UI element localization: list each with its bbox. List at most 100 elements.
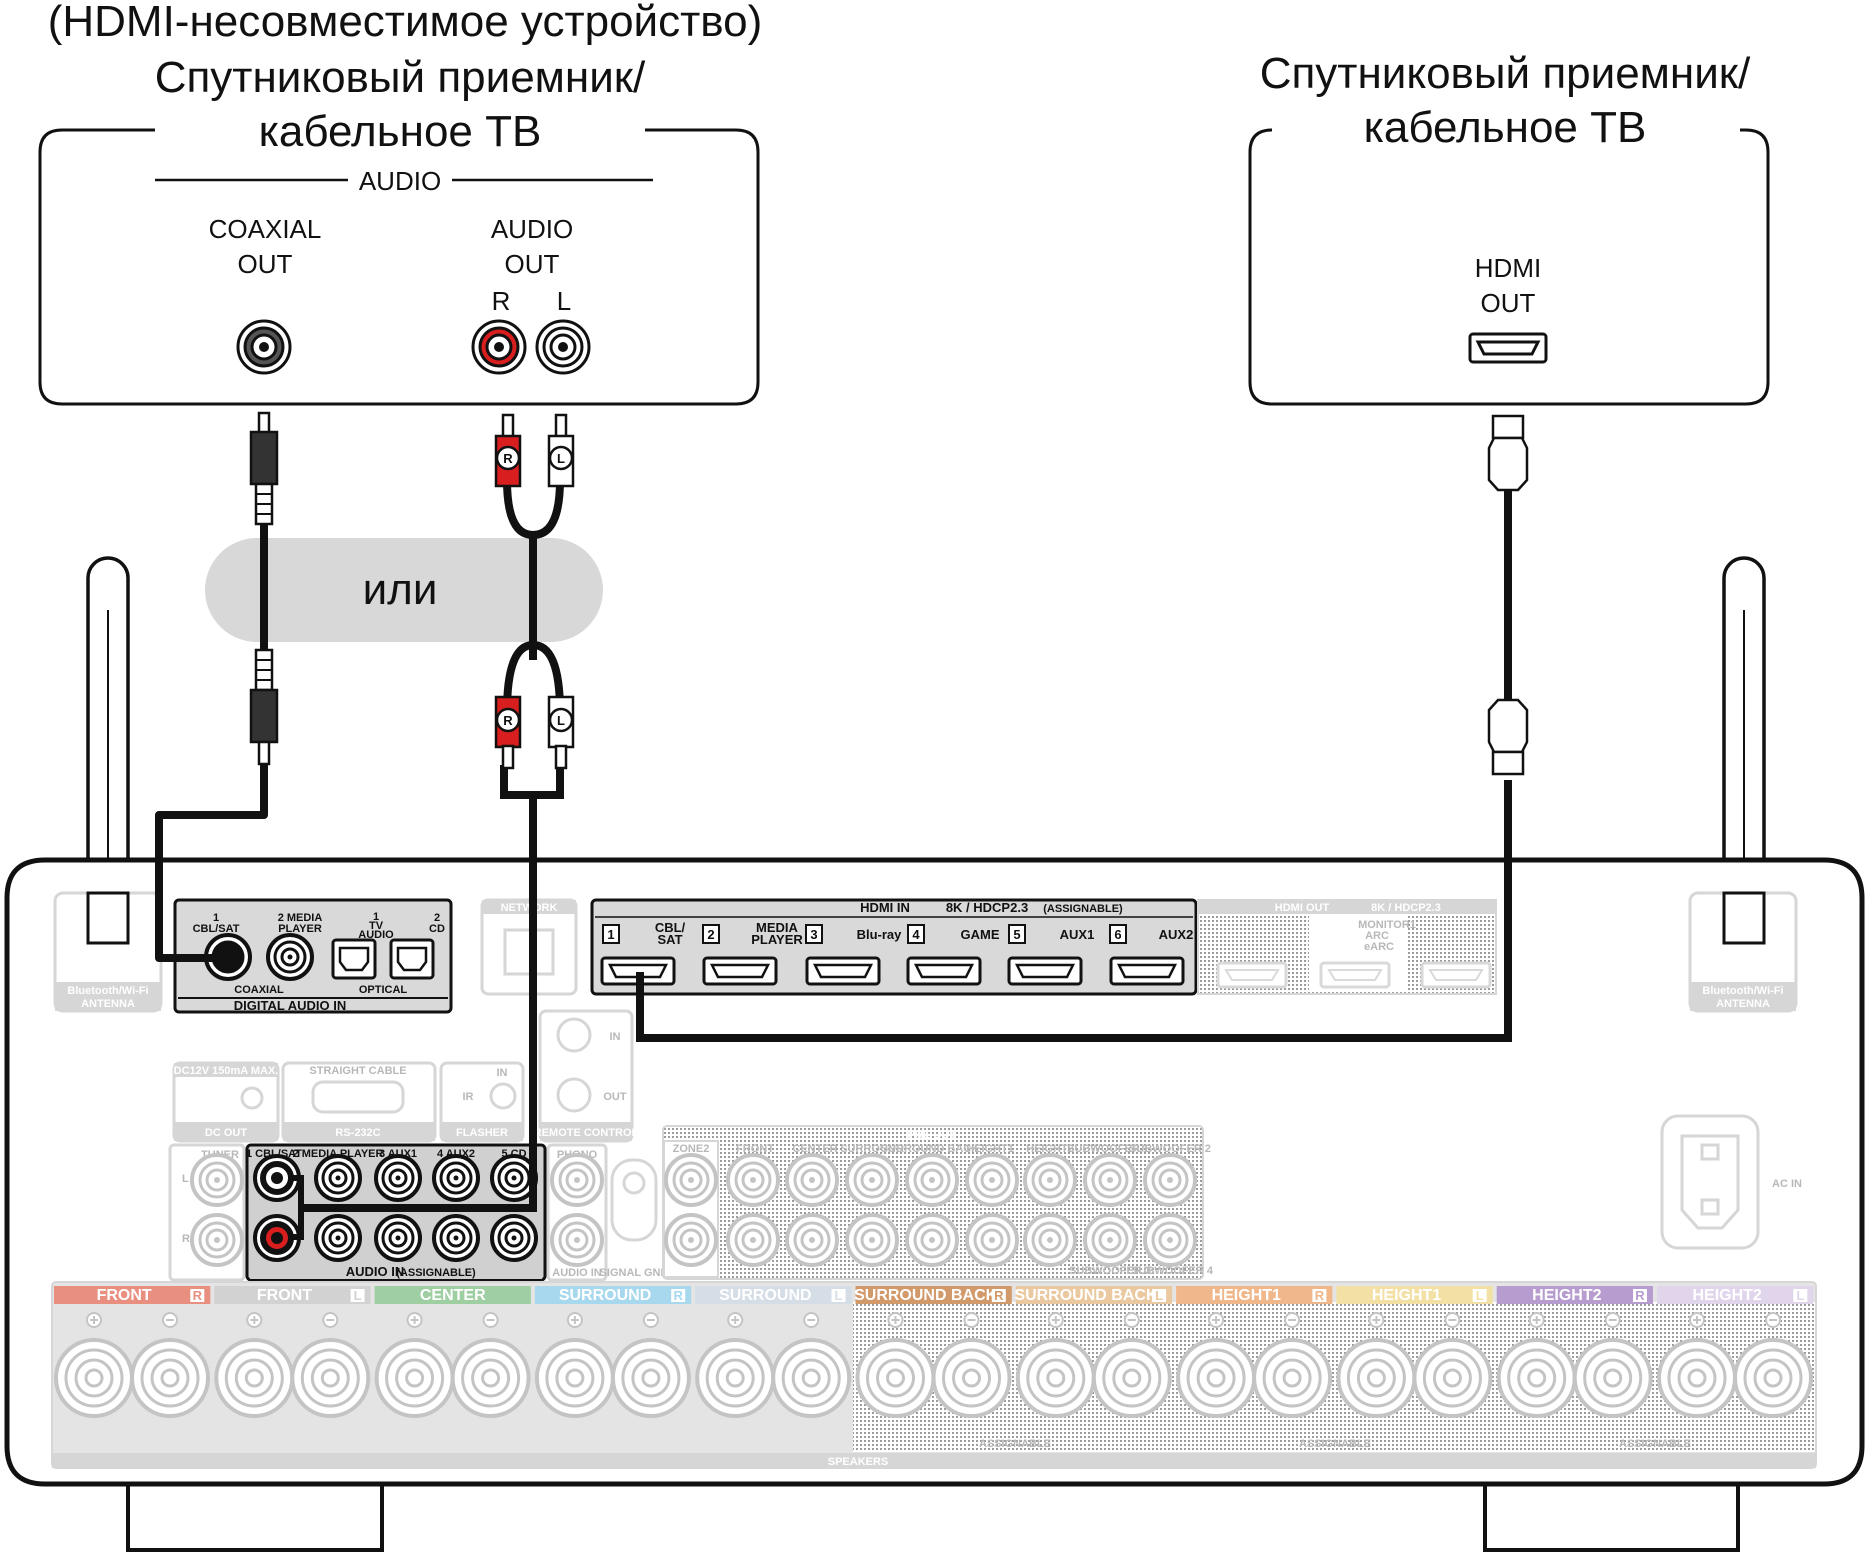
pre-out-jack-4-top bbox=[845, 1153, 899, 1207]
pre-out-label-6: HEIGHT2 bbox=[1026, 1143, 1074, 1155]
svg-text:eARC: eARC bbox=[1364, 941, 1394, 953]
svg-text:FLASHER: FLASHER bbox=[456, 1127, 508, 1139]
pre-out-label-2: CENTER bbox=[792, 1143, 837, 1155]
pre-out-jack-5-bottom bbox=[905, 1213, 959, 1267]
bluetooth-wifi-antenna-left bbox=[86, 556, 130, 935]
svg-text:PLAYER: PLAYER bbox=[751, 932, 803, 947]
speaker-channel-5: L bbox=[835, 1288, 843, 1303]
speaker-channel-7: L bbox=[1155, 1288, 1163, 1303]
svg-text:ARC: ARC bbox=[1365, 930, 1389, 942]
coaxial-cable bbox=[155, 765, 268, 962]
svg-text:AUDIO IN: AUDIO IN bbox=[346, 1264, 405, 1279]
pre-out-jack-3-top bbox=[785, 1153, 839, 1207]
digital-audio-in-panel: 1 CBL/SAT 2 MEDIA PLAYER 1 TV AUDIO 2 CD… bbox=[173, 898, 453, 1014]
pre-out-jack-8-bottom bbox=[1083, 1213, 1137, 1267]
speaker-terminal-5-minus bbox=[771, 1338, 852, 1418]
svg-text:DC OUT: DC OUT bbox=[205, 1127, 247, 1139]
pre-out-jack-4-bottom bbox=[845, 1213, 899, 1267]
pre-out-jack-8-top bbox=[1083, 1153, 1137, 1207]
hdmi-cable bbox=[636, 780, 1512, 1042]
pre-out-jack-6-bottom bbox=[965, 1213, 1019, 1267]
hdmi-in-port-1: 1 CBL/ SAT bbox=[600, 920, 686, 986]
audio-out-label-1: AUDIO bbox=[491, 214, 573, 244]
svg-text:AUX1: AUX1 bbox=[1060, 927, 1095, 942]
right-device-title-1: Спутниковый приемник/ bbox=[1260, 49, 1751, 98]
speaker-group-label-3: CENTER bbox=[420, 1287, 486, 1304]
svg-text:IR: IR bbox=[463, 1091, 474, 1103]
speaker-terminal-8-plus bbox=[1176, 1338, 1257, 1418]
hdmi-out-label-2: OUT bbox=[1481, 288, 1536, 318]
svg-text:GAME: GAME bbox=[961, 927, 1000, 942]
svg-text:STRAIGHT CABLE: STRAIGHT CABLE bbox=[309, 1065, 406, 1077]
svg-text:(ASSIGNABLE): (ASSIGNABLE) bbox=[1043, 903, 1123, 915]
pre-out-label-4: SURROUND BACK bbox=[881, 1143, 979, 1155]
rca-cable-l bbox=[301, 795, 537, 1212]
audio-section-label: AUDIO bbox=[359, 166, 441, 196]
speaker-group-label-1: FRONT bbox=[97, 1287, 152, 1304]
speaker-channel-10: R bbox=[1635, 1288, 1645, 1303]
right-device-title-2: кабельное ТВ bbox=[1364, 103, 1647, 152]
pre-out-jack-2-bottom bbox=[726, 1213, 780, 1267]
speaker-terminal-3-plus bbox=[374, 1338, 455, 1418]
av-receiver: Bluetooth/Wi-Fi ANTENNA Bluetooth/Wi-Fi … bbox=[4, 556, 1865, 1552]
right-device-box bbox=[1248, 128, 1770, 406]
svg-text:PLAYER: PLAYER bbox=[278, 923, 322, 935]
speaker-group-label-9: HEIGHT1 bbox=[1372, 1287, 1441, 1304]
pre-out-label-3: SURROUND bbox=[840, 1143, 904, 1155]
svg-text:8K / HDCP2.3: 8K / HDCP2.3 bbox=[1371, 902, 1441, 914]
speaker-group-label-6: SURROUND BACK bbox=[854, 1287, 998, 1304]
svg-text:MEDIA: MEDIA bbox=[756, 920, 799, 935]
coaxial-plug-top bbox=[249, 411, 279, 526]
svg-text:1: 1 bbox=[373, 911, 379, 923]
pre-out-jack-5-top bbox=[905, 1153, 959, 1207]
right-source-device: Спутниковый приемник/ кабельное ТВ HDMI … bbox=[1248, 49, 1770, 406]
audio-in-jack-2-l bbox=[314, 1154, 362, 1202]
svg-text:ANTENNA: ANTENNA bbox=[81, 998, 135, 1010]
speaker-terminal-10-plus bbox=[1496, 1338, 1577, 1418]
speaker-terminal-9-minus bbox=[1412, 1338, 1493, 1418]
svg-text:L: L bbox=[557, 713, 565, 728]
audio-in-label-2: 2 MEDIA PLAYER bbox=[293, 1148, 384, 1160]
svg-text:2: 2 bbox=[707, 927, 714, 942]
speaker-terminal-2-minus bbox=[290, 1338, 371, 1418]
pre-out-label-5: HEIGHT1 bbox=[966, 1143, 1014, 1155]
svg-text:Bluetooth/Wi-Fi: Bluetooth/Wi-Fi bbox=[67, 985, 148, 997]
svg-text:ANTENNA: ANTENNA bbox=[1716, 998, 1770, 1010]
speaker-terminal-10-minus bbox=[1572, 1338, 1653, 1418]
ac-in-socket: AC IN bbox=[1660, 1114, 1802, 1250]
pre-out-jack-1-top bbox=[664, 1153, 718, 1207]
speaker-terminal-2-plus bbox=[214, 1338, 295, 1418]
svg-text:2: 2 bbox=[434, 912, 440, 924]
hdmi-plug-top bbox=[1487, 414, 1529, 492]
hdmi-in-port-2: 2 MEDIA PLAYER bbox=[702, 920, 803, 986]
speaker-terminal-11-plus bbox=[1657, 1338, 1737, 1418]
speaker-terminal-7-minus bbox=[1091, 1338, 1172, 1418]
speaker-assignable-1: ASSIGNABLE bbox=[979, 1438, 1051, 1450]
audio-out-l-jack bbox=[535, 319, 591, 375]
pre-out-jack-1-bottom bbox=[664, 1213, 718, 1267]
speaker-group-label-8: HEIGHT1 bbox=[1212, 1287, 1281, 1304]
svg-text:IN: IN bbox=[497, 1067, 508, 1079]
antenna-base-right: Bluetooth/Wi-Fi ANTENNA bbox=[1688, 891, 1798, 1013]
svg-text:1: 1 bbox=[607, 927, 614, 942]
svg-text:MONITOR1: MONITOR1 bbox=[1358, 919, 1416, 931]
speaker-terminal-3-minus bbox=[450, 1338, 531, 1418]
speaker-terminal-1-plus bbox=[54, 1338, 134, 1418]
audio-in-jack-4-l bbox=[432, 1154, 480, 1202]
speaker-terminal-7-plus bbox=[1015, 1338, 1096, 1418]
svg-text:8K / HDCP2.3: 8K / HDCP2.3 bbox=[946, 900, 1028, 915]
hdmi-plug-bottom bbox=[1487, 698, 1529, 776]
left-device-note: (HDMI-несовместимое устройство) bbox=[48, 0, 763, 46]
analog-audio-in-section: TUNER L R 1 CBL/SAT 2 MEDIA PLAYER 3 AUX… bbox=[168, 1143, 668, 1282]
svg-text:ZONE2: ZONE2 bbox=[673, 1143, 710, 1155]
speaker-channel-6: R bbox=[994, 1288, 1004, 1303]
or-label: или bbox=[363, 565, 438, 614]
left-device-title-1: Спутниковый приемник/ bbox=[155, 53, 646, 102]
coaxial-out-label-2: OUT bbox=[238, 249, 293, 279]
